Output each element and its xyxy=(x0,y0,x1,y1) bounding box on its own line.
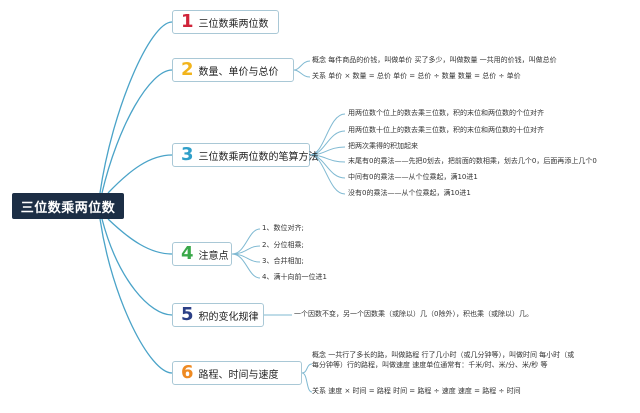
speed-relation: 关系 速度 × 时间 = 路程 时间 = 路程 ÷ 速度 速度 = 路程 ÷ 时… xyxy=(312,387,521,395)
speed-concept: 概念 一共行了多长的路，叫做路程 行了几小时（或几分钟等），叫做时间 每小时（或… xyxy=(312,351,575,369)
node-1[interactable]: 1 三位数乘两位数 xyxy=(172,10,279,34)
node-number-6: 6 xyxy=(181,362,194,383)
method-step-2: 用两位数十位上的数去乘三位数，积的末位和两位数的十位对齐 xyxy=(348,126,544,134)
node-title-1: 三位数乘两位数 xyxy=(198,18,269,30)
method-zero-end: 末尾有0的乘法——先把0划去，把前面的数相乘，划去几个0，后面再添上几个0 xyxy=(348,157,597,165)
connector-root-2 xyxy=(101,69,173,194)
note-2: 2、分位相乘; xyxy=(262,241,304,249)
node-title-6: 路程、时间与速度 xyxy=(198,369,279,381)
root-node[interactable]: 三位数乘两位数 xyxy=(12,193,124,219)
note-1: 1、数位对齐; xyxy=(262,224,304,232)
node-number-3: 3 xyxy=(181,144,194,165)
connector-root-1 xyxy=(99,21,173,194)
method-step-1: 用两位数个位上的数去乘三位数，积的末位和两位数的个位对齐 xyxy=(348,109,544,117)
price-relation: 关系 单价 × 数量 = 总价 单价 = 总价 ÷ 数量 数量 = 总价 ÷ 单… xyxy=(312,72,521,80)
node-number-2: 2 xyxy=(181,59,194,80)
node-title-2: 数量、单价与总价 xyxy=(198,66,279,78)
connector-root-6 xyxy=(99,218,173,374)
node-4[interactable]: 4 注意点 xyxy=(172,242,232,266)
node-title-4: 注意点 xyxy=(198,250,229,262)
method-no-zero: 没有0的乘法——从个位乘起，满10进1 xyxy=(348,189,471,197)
node-title-3: 三位数乘两位数的笔算方法 xyxy=(198,151,319,163)
node-5[interactable]: 5 积的变化规律 xyxy=(172,303,264,327)
rule-text: 一个因数不变，另一个因数乘（或除以）几（0除外），积也乘（或除以）几。 xyxy=(294,310,533,318)
node-6[interactable]: 6 路程、时间与速度 xyxy=(172,361,302,385)
method-step-3: 把两次乘得的积加起来 xyxy=(348,142,418,150)
node-number-4: 4 xyxy=(181,243,194,264)
connector-root-4 xyxy=(107,218,173,255)
node-title-5: 积的变化规律 xyxy=(198,311,259,323)
node-number-1: 1 xyxy=(181,11,194,32)
note-4: 4、满十向前一位进1 xyxy=(262,273,327,281)
method-zero-middle: 中间有0的乘法——从个位乘起，满10进1 xyxy=(348,173,478,181)
connector-root-3 xyxy=(107,154,173,194)
node-2[interactable]: 2 数量、单价与总价 xyxy=(172,58,294,82)
connector-root-5 xyxy=(101,218,173,316)
node-3[interactable]: 3 三位数乘两位数的笔算方法 xyxy=(172,143,319,167)
node-number-5: 5 xyxy=(181,304,194,325)
note-3: 3、合并相加; xyxy=(262,257,304,265)
price-concept: 概念 每件商品的价钱，叫做单价 买了多少，叫做数量 一共用的价钱，叫做总价 xyxy=(312,56,557,64)
